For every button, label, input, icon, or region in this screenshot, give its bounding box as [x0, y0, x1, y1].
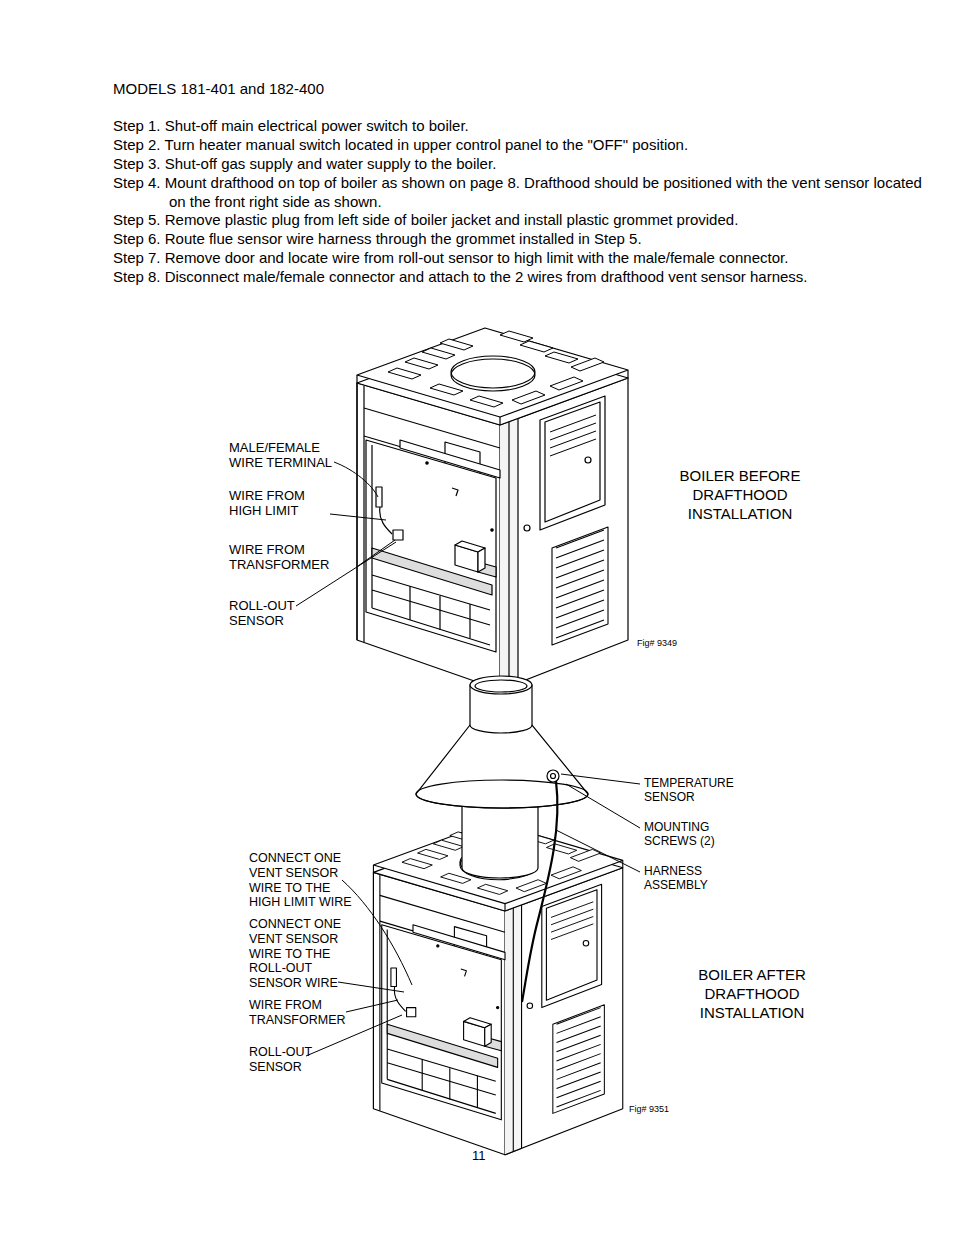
instruction-step: Step 6. Route flue sensor wire harness t…: [113, 230, 939, 249]
callout-label: WIRE FROM HIGH LIMIT: [229, 488, 329, 519]
boiler-before: [357, 328, 628, 690]
instruction-step: Step 3. Shut-off gas supply and water su…: [113, 155, 939, 174]
leader-lines: [306, 774, 640, 1056]
instruction-step: Step 5. Remove plastic plug from left si…: [113, 211, 939, 230]
instruction-step: Step 8. Disconnect male/female connector…: [113, 268, 939, 287]
callout-label: ROLL-OUT SENSOR: [249, 1045, 331, 1075]
drafthood: [416, 676, 588, 878]
callout-label: ROLL-OUT SENSOR: [229, 598, 311, 629]
instruction-step: Step 7. Remove door and locate wire from…: [113, 249, 939, 268]
callout-label: CONNECT ONE VENT SENSOR WIRE TO THE HIGH…: [249, 851, 361, 910]
instruction-step: Step 4. Mount drafthood on top of boiler…: [113, 174, 929, 212]
page-number: 11: [472, 1148, 502, 1163]
callout-label: MALE/FEMALE WIRE TERMINAL: [229, 440, 341, 471]
figure-number: Fig# 9351: [629, 1104, 689, 1115]
instruction-step: Step 1. Shut-off main electrical power s…: [113, 117, 939, 136]
callout-label: CONNECT ONE VENT SENSOR WIRE TO THE ROLL…: [249, 917, 361, 991]
instruction-step: Step 2. Turn heater manual switch locate…: [113, 136, 939, 155]
callout-label: TEMPERATURE SENSOR: [644, 776, 748, 804]
callout-label: MOUNTING SCREWS (2): [644, 820, 748, 848]
figure-number: Fig# 9349: [637, 638, 697, 649]
heading: MODELS 181-401 and 182-400: [113, 80, 324, 98]
callout-label: WIRE FROM TRANSFORMER: [229, 542, 341, 573]
figure-title: BOILER BEFORE DRAFTHOOD INSTALLATION: [660, 467, 820, 523]
callout-label: WIRE FROM TRANSFORMER: [249, 998, 361, 1028]
callout-label: HARNESS ASSEMBLY: [644, 864, 748, 892]
leader-lines: [296, 462, 396, 606]
figure-title: BOILER AFTER DRAFTHOOD INSTALLATION: [672, 966, 832, 1022]
harness-cable: [522, 781, 557, 1002]
